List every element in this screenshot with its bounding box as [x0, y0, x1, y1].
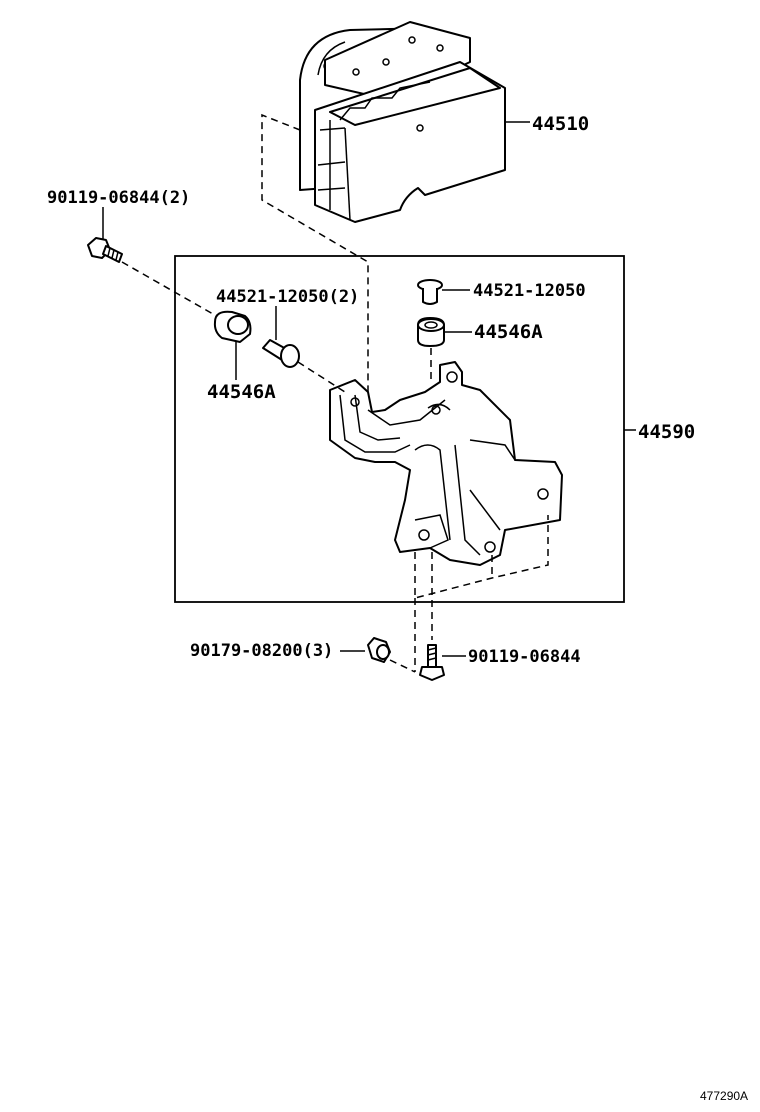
- label-collar-left: 44521-12050(2): [216, 287, 359, 307]
- label-grommet-right: 44546A: [474, 321, 543, 343]
- label-actuator: 44510: [532, 113, 589, 135]
- nut: [367, 637, 391, 663]
- bolt-upper-left: [87, 237, 123, 263]
- collar-right: [417, 279, 443, 305]
- actuator-assembly: [299, 21, 506, 223]
- label-bolt-upper-left: 90119-06844(2): [47, 188, 190, 208]
- grommet-left: [213, 310, 252, 343]
- label-grommet-left: 44546A: [207, 381, 276, 403]
- bracket-group-frame: [174, 255, 625, 603]
- bolt-lower: [419, 644, 445, 681]
- reference-code: 477290A: [700, 1089, 748, 1103]
- label-collar-right: 44521-12050: [473, 281, 586, 301]
- label-bolt-lower: 90119-06844: [468, 647, 581, 667]
- label-bracket: 44590: [638, 421, 695, 443]
- grommet-right: [417, 317, 445, 347]
- collar-left: [262, 339, 300, 368]
- bracket: [329, 361, 563, 566]
- label-nut: 90179-08200(3): [190, 641, 333, 661]
